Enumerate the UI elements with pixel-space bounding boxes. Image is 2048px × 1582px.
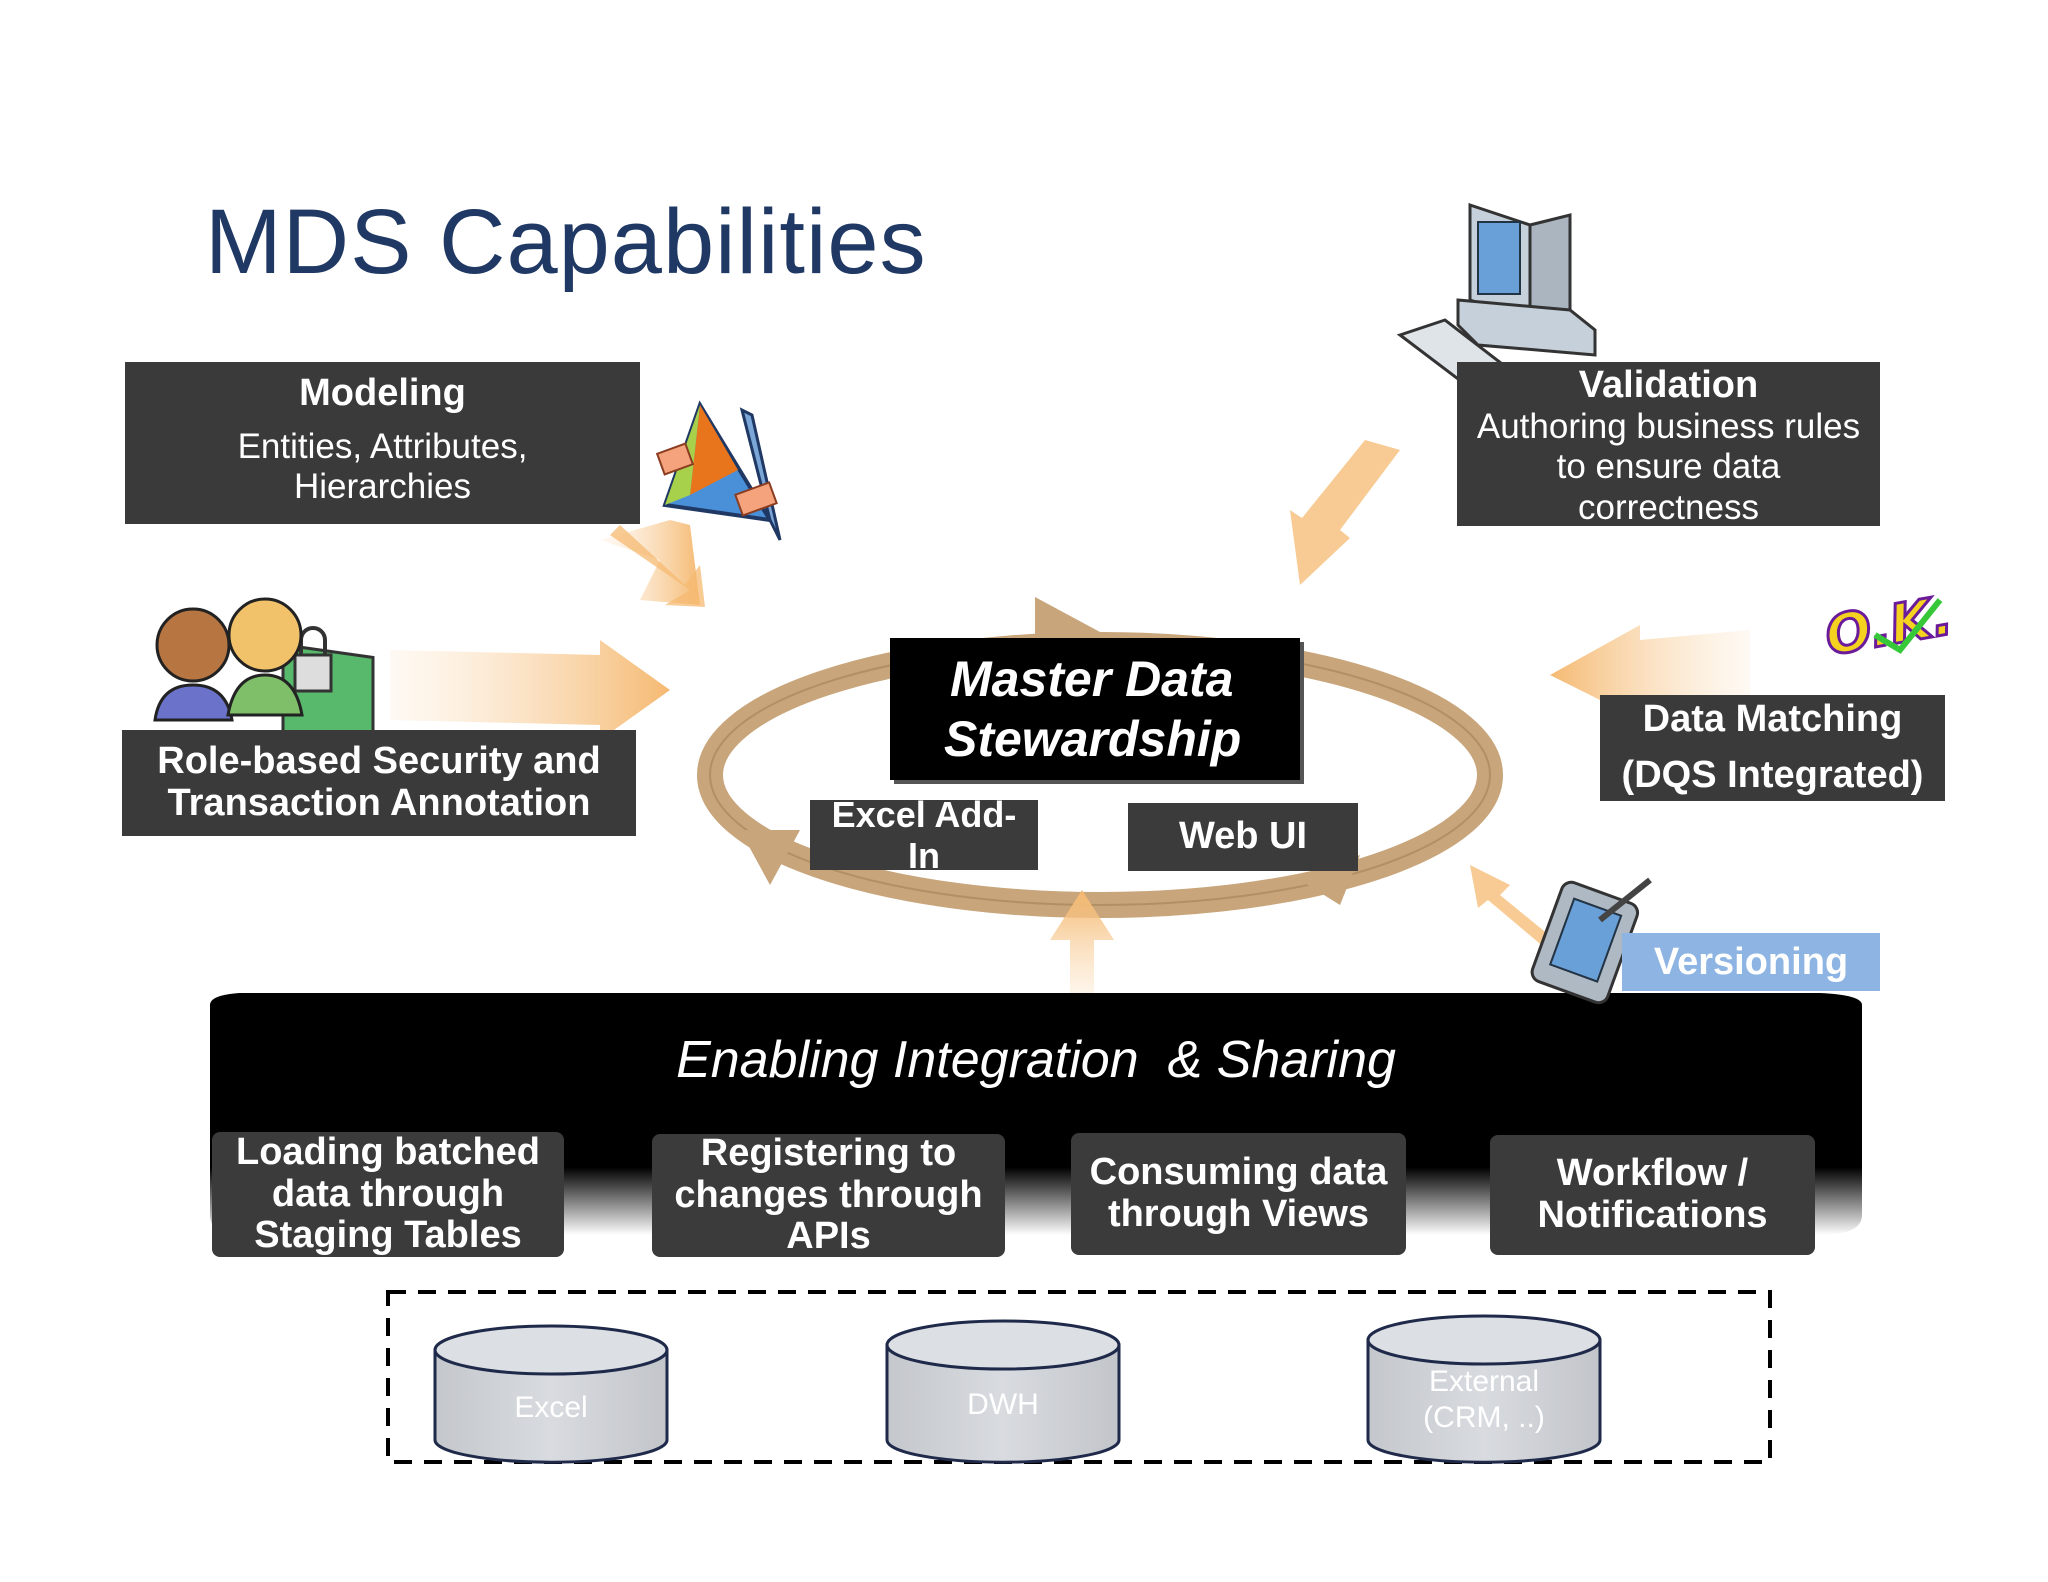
versioning-label-box: Versioning [1622,933,1880,991]
data-sources-container [386,1290,1772,1464]
validation-box: Validation Authoring business rules to e… [1457,362,1880,527]
matching-line1: Data Matching [1642,698,1903,741]
apis-line3: APIs [786,1215,871,1258]
security-box: Role-based Security and Transaction Anno… [122,730,636,836]
modeling-line1: Entities, Attributes, [237,427,528,466]
integration-item-views: Consuming data through Views [1071,1133,1406,1255]
web-ui-box: Web UI [1128,803,1358,871]
dwh-source-text: DWH [967,1388,1039,1421]
modeling-heading: Modeling [299,372,466,414]
staging-line3: Staging Tables [254,1214,522,1257]
excel-addin-line2: In [908,835,940,876]
arrow-versioning [1470,865,1555,948]
matching-line2: (DQS Integrated) [1621,754,1924,796]
ok-badge-icon: O.K. [1819,582,1959,685]
arrow-modeling [600,520,705,607]
views-line2: through Views [1107,1193,1370,1235]
master-data-stewardship-box: Master Data Stewardship [890,638,1300,780]
integration-item-workflow: Workflow / Notifications [1490,1135,1815,1255]
integration-title: Enabling Integration & Sharing [676,1031,1396,1089]
center-line2: Stewardship [944,711,1242,767]
source-external-label: External (CRM, ..) [1368,1364,1600,1436]
modeling-icon [655,400,782,541]
staging-line2: data through [271,1172,505,1215]
database-cylinder-external [1366,1314,1602,1464]
security-line2: Transaction Annotation [167,782,591,824]
computer-icon [1396,202,1597,390]
external-source-line1: External [1428,1365,1540,1398]
validation-line1: Authoring business rules [1476,407,1861,446]
apis-line2: changes through [674,1173,983,1216]
page-title: MDS Capabilities [205,191,927,293]
integration-item-staging: Loading batched data through Staging Tab… [212,1130,564,1257]
excel-addin-box: Excel Add- In [810,794,1038,876]
source-dwh-label: DWH [887,1387,1119,1423]
tablet-icon [1530,877,1652,1005]
database-cylinder-dwh [885,1319,1121,1464]
arrow-integration [1050,890,1114,1020]
integration-band-shape [210,993,1862,1235]
source-excel-label: Excel [435,1390,667,1426]
center-line1: Master Data [950,651,1234,707]
validation-heading: Validation [1578,364,1759,406]
validation-line3: correctness [1578,487,1759,527]
staging-line1: Loading batched [236,1130,540,1173]
web-ui-label: Web UI [1178,815,1308,858]
validation-line2: to ensure data [1556,447,1781,487]
views-line1: Consuming data [1089,1151,1388,1194]
database-cylinder-excel [433,1324,669,1464]
arrow-security [390,640,670,740]
versioning-label: Versioning [1653,940,1849,983]
modeling-box: Modeling Entities, Attributes, Hierarchi… [125,362,640,524]
integration-item-apis: Registering to changes through APIs [652,1131,1005,1258]
data-matching-box: Data Matching (DQS Integrated) [1600,695,1945,801]
modeling-line2: Hierarchies [294,467,471,507]
workflow-line1: Workflow / [1556,1152,1749,1195]
apis-line1: Registering to [700,1131,957,1174]
workflow-line2: Notifications [1537,1194,1768,1236]
arrow-validation [1290,440,1400,585]
excel-addin-line1: Excel Add- [831,793,1017,835]
external-source-line2: (CRM, ..) [1423,1401,1545,1434]
security-line1: Role-based Security and [157,740,601,783]
excel-source-text: Excel [514,1391,588,1424]
